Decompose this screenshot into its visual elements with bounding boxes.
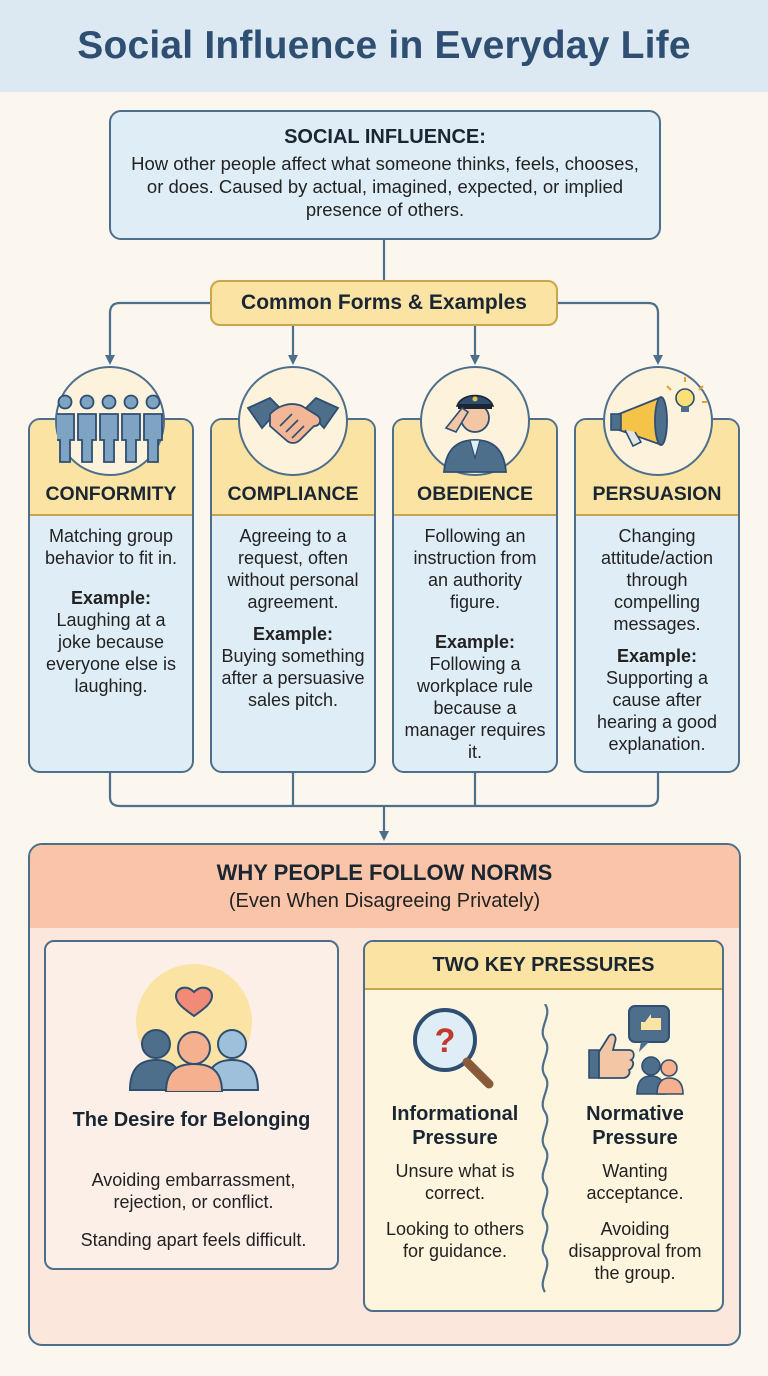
saluting-officer-icon (420, 366, 530, 476)
why-subtitle: (Even When Disagreeing Privately) (228, 890, 541, 912)
card-example: Following a workplace rule because a man… (404, 654, 546, 762)
card-title: OBEDIENCE (417, 483, 533, 505)
pressure-text-1: Wanting acceptance. (586, 1161, 684, 1203)
handshake-icon (238, 366, 348, 476)
example-label: Example: (70, 588, 152, 608)
card-description: Following an instruction from an authori… (413, 526, 537, 612)
belonging-text-1: Avoiding embarrassment, rejection, or co… (91, 1170, 296, 1212)
pressures-box: TWO KEY PRESSURES ? Informational Pressu… (363, 940, 724, 1312)
magnifier-question-icon: ? (409, 1006, 499, 1092)
wavy-divider (541, 1004, 549, 1293)
people-group-icon (55, 366, 165, 476)
card-example: Buying something after a persuasive sale… (221, 646, 365, 710)
megaphone-lightbulb-icon (603, 366, 713, 476)
definition-box: SOCIAL INFLUENCE: How other people affec… (109, 110, 661, 240)
card-description: Matching group behavior to fit in. (44, 526, 178, 568)
example-label: Example: (616, 646, 698, 666)
card-title: PERSUASION (592, 483, 722, 505)
card-example: Supporting a cause after hearing a good … (596, 668, 718, 754)
pressures-heading: TWO KEY PRESSURES (365, 942, 722, 990)
forms-label: Common Forms & Examples (210, 280, 558, 326)
belonging-title: The Desire for Belonging (72, 1109, 311, 1131)
example-label: Example: (252, 624, 334, 644)
card-title: COMPLIANCE (227, 483, 359, 505)
pressure-text-2: Avoiding disapproval from the group. (568, 1219, 702, 1283)
belonging-box: The Desire for Belonging Avoiding embarr… (44, 940, 339, 1270)
example-label: Example: (434, 632, 516, 652)
pressure-title: Informational Pressure (391, 1103, 519, 1149)
card-example: Laughing at a joke because everyone else… (45, 610, 177, 696)
svg-text:?: ? (435, 1022, 456, 1060)
card-title: CONFORMITY (45, 483, 177, 505)
card-description: Agreeing to a request, often without per… (227, 526, 359, 612)
card-obedience: OBEDIENCE Following an instruction from … (392, 418, 558, 773)
card-compliance: COMPLIANCE Agreeing to a request, often … (210, 418, 376, 773)
group-heart-icon (126, 962, 262, 1093)
title-band: Social Influence in Everyday Life (0, 0, 768, 92)
thumbs-up-group-icon (585, 1004, 689, 1096)
card-description: Changing attitude/action through compell… (600, 526, 714, 634)
normative-column: Normative Pressure Wanting acceptance. A… (555, 1102, 715, 1284)
why-title: WHY PEOPLE FOLLOW NORMS (216, 860, 553, 885)
pressure-title: Normative Pressure (586, 1103, 684, 1149)
page-title: Social Influence in Everyday Life (77, 24, 691, 67)
definition-heading: SOCIAL INFLUENCE: (284, 126, 486, 148)
definition-text: How other people affect what someone thi… (131, 153, 639, 220)
informational-column: Informational Pressure Unsure what is co… (375, 1102, 535, 1262)
pressure-text-2: Looking to others for guidance. (385, 1219, 525, 1261)
pressure-text-1: Unsure what is correct. (395, 1161, 515, 1203)
belonging-text-2: Standing apart feels difficult. (80, 1230, 307, 1250)
